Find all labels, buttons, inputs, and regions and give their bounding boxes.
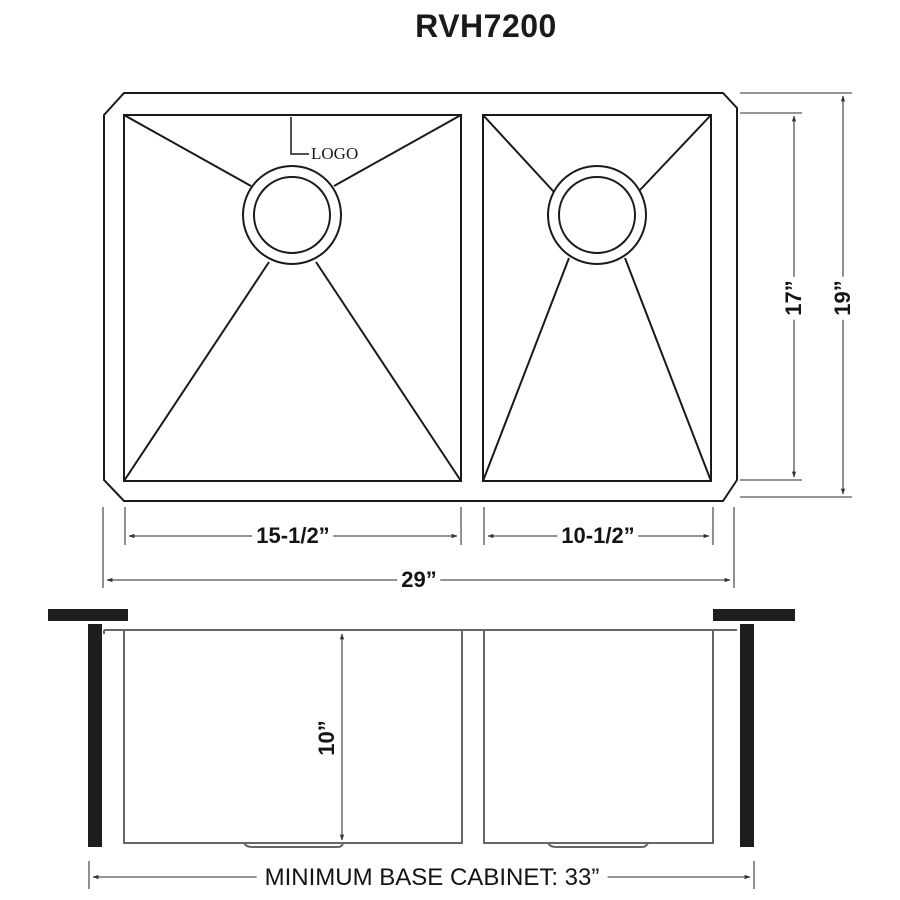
logo-leader bbox=[290, 117, 309, 155]
drain-outer-ring bbox=[242, 165, 342, 265]
countertop-right bbox=[713, 609, 795, 621]
cabinet-wall-right bbox=[740, 624, 754, 847]
large-bowl-width-label: 15-1/2” bbox=[252, 524, 334, 548]
sink-flange-outline bbox=[103, 92, 738, 502]
top-view bbox=[103, 92, 738, 502]
small-bowl-width-label: 10-1/2” bbox=[557, 524, 639, 548]
drain-bottom-small bbox=[547, 842, 649, 848]
large-bowl-profile bbox=[123, 630, 463, 844]
drain-inner-ring bbox=[558, 176, 636, 254]
model-title: RVH7200 bbox=[415, 8, 557, 44]
large-bowl bbox=[123, 114, 462, 482]
minimum-cabinet-label: MINIMUM BASE CABINET: 33” bbox=[256, 864, 608, 892]
cabinet-wall-left bbox=[88, 624, 102, 847]
side-view bbox=[48, 609, 795, 889]
small-bowl bbox=[482, 114, 712, 482]
logo-label: LOGO bbox=[311, 144, 359, 163]
drain-bottom-large bbox=[243, 842, 344, 848]
overall-depth-label: 19” bbox=[830, 276, 855, 320]
countertop-left bbox=[48, 609, 128, 621]
drain-outer-ring bbox=[547, 165, 647, 265]
overall-width-label: 29” bbox=[397, 568, 441, 592]
bowl-depth-label: 17” bbox=[781, 276, 806, 320]
small-bowl-profile bbox=[483, 630, 714, 844]
bowl-height-label: 10” bbox=[314, 720, 339, 756]
drain-inner-ring bbox=[253, 176, 331, 254]
